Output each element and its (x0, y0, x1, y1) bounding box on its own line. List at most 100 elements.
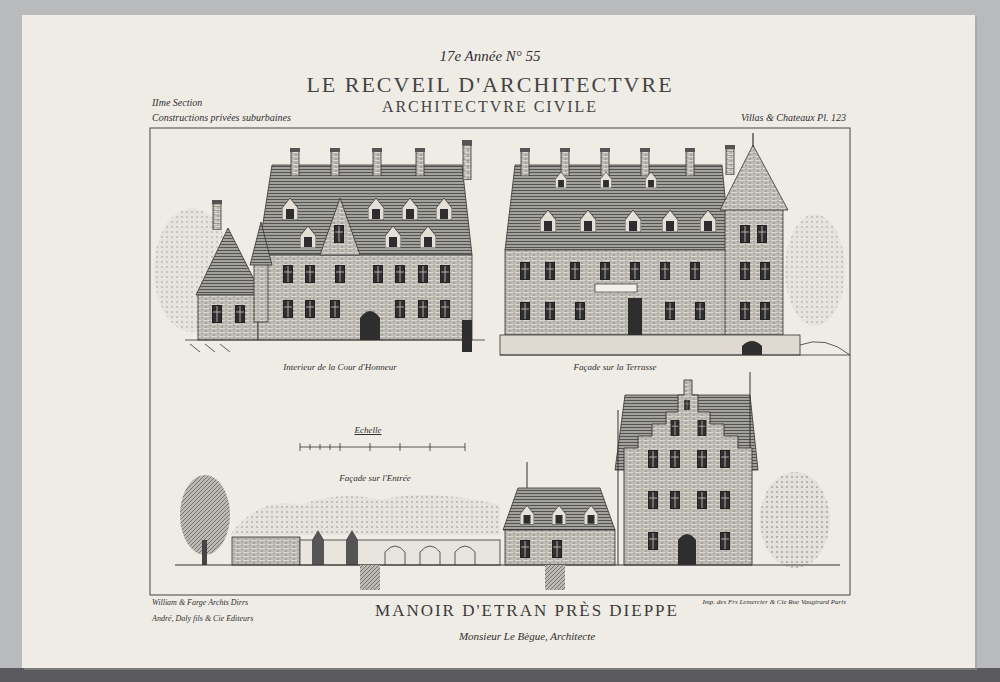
publisher-note: André, Daly fils & Cie Editeurs (152, 614, 253, 623)
terrace-facade-part (546, 263, 555, 280)
entrance-facade-part (553, 541, 562, 558)
terrace-facade-part (741, 263, 750, 280)
terrace-facade-part (540, 210, 556, 232)
court-facade-part (331, 301, 340, 318)
view-caption: Façade sur la Terrasse (574, 362, 657, 372)
section-label: Constructions privées suburbaines (152, 112, 291, 124)
terrace-facade-part (628, 298, 642, 335)
entrance-facade-part (624, 380, 752, 565)
terrace-facade-part (741, 303, 750, 320)
entrance-facade-part (175, 565, 840, 566)
terrace-facade-part (580, 210, 596, 232)
terrace-facade-part (640, 148, 650, 176)
court-facade-part (282, 198, 298, 220)
entrance-facade-part (671, 451, 680, 468)
court-facade-part (320, 198, 360, 255)
architect-credit: Monsieur Le Bègue, Architecte (459, 630, 595, 643)
court-facade-part (290, 148, 300, 176)
terrace-facade-part (725, 145, 735, 175)
printer-note: Imp. des Frs Lemercier & Cie Rue Vaugira… (702, 598, 846, 606)
entrance-facade-part (698, 492, 707, 509)
court-facade-part (402, 198, 418, 220)
court-facade-part (372, 148, 382, 176)
court-facade-part (436, 198, 452, 220)
court-facade-part (254, 262, 268, 322)
court-facade-part (462, 140, 472, 180)
court-facade-part (213, 306, 222, 323)
entrance-facade-part (649, 451, 658, 468)
scale-bar-part (300, 443, 465, 451)
court-facade-part (396, 301, 405, 318)
terrace-facade-part (700, 210, 716, 232)
section-label: IIme Section (152, 97, 202, 109)
entrance-facade-part (721, 492, 730, 509)
court-facade-part (415, 148, 425, 176)
terrace-facade-part (758, 226, 767, 243)
entrance-facade-part (552, 505, 566, 524)
court-facade-part (250, 222, 272, 265)
sheet-part (0, 668, 1000, 682)
terrace-facade-part (546, 303, 555, 320)
terrace-facade-part (752, 133, 753, 147)
terrace-facade-part (666, 303, 675, 320)
entrance-facade-part (671, 420, 679, 435)
journal-subtitle: ARCHITECTVRE CIVILE (382, 98, 598, 116)
terrace-facade-part (505, 165, 730, 250)
scale-caption: Echelle (355, 425, 382, 435)
terrace-facade-part (555, 172, 567, 188)
court-facade (154, 140, 485, 352)
entrance-facade-part (649, 492, 658, 509)
entrance-facade-part (545, 565, 565, 590)
terrace-facade-part (685, 148, 695, 176)
entrance-facade-part (685, 400, 690, 409)
entrance-facade-part (721, 533, 730, 550)
entrance-facade-part (232, 537, 300, 565)
terrace-facade-part (520, 148, 530, 176)
court-facade-part (306, 266, 315, 283)
entrance-facade-part (230, 495, 500, 535)
terrace-facade-part (576, 303, 585, 320)
court-facade-part (385, 226, 401, 248)
entrance-facade-part (584, 505, 598, 524)
terrace-facade-part (691, 263, 700, 280)
court-facade-part (419, 266, 428, 283)
entrance-facade-part (649, 533, 658, 550)
entrance-facade-part (698, 420, 706, 435)
terrace-facade-part (521, 303, 530, 320)
journal-title: LE RECVEIL D'ARCHITECTVRE (306, 72, 673, 97)
view-caption: Interieur de la Cour d'Honneur (283, 362, 396, 372)
court-facade-part (462, 320, 472, 352)
court-facade-part (185, 340, 485, 352)
terrace-facade-part (560, 148, 570, 176)
court-facade-part (441, 266, 450, 283)
plate-number: Villas & Chateaux Pl. 123 (741, 112, 846, 124)
court-facade-part (198, 295, 258, 340)
terrace-facade-part (500, 335, 800, 355)
court-facade-part (368, 198, 384, 220)
terrace-facade-part (785, 214, 845, 326)
terrace-facade-part (600, 172, 612, 188)
entrance-facade-part (300, 540, 500, 565)
terrace-facade-part (595, 284, 637, 292)
entrance-facade-part (721, 451, 730, 468)
terrace-facade-part (500, 342, 850, 355)
court-facade-part (330, 148, 340, 176)
court-facade-part (258, 165, 472, 255)
sheet-part (150, 128, 850, 595)
entrance-facade-part (360, 565, 380, 590)
terrace-facade-part (720, 145, 788, 210)
publisher-note: William & Farge Archts Dirrs (152, 598, 248, 607)
court-facade-part (236, 306, 245, 323)
terrace-facade-part (661, 263, 670, 280)
terrace-facade-part (741, 226, 750, 243)
entrance-facade (175, 372, 840, 590)
entrance-facade-part (760, 472, 830, 568)
issue-number: 17e Année N° 55 (439, 48, 540, 65)
court-facade-part (284, 266, 293, 283)
scale-bar (300, 443, 465, 451)
scale-bar-part (300, 447, 465, 448)
court-facade-part (212, 200, 222, 230)
entrance-facade-part (346, 530, 358, 565)
